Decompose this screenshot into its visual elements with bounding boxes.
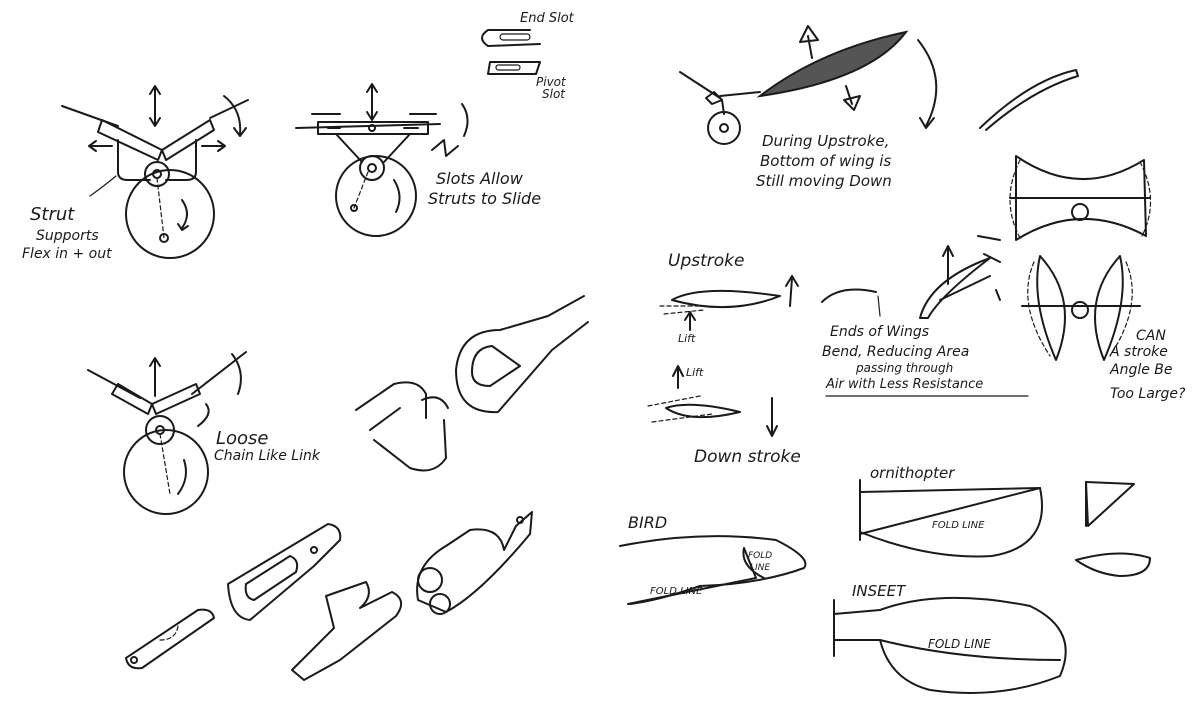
- slot-detail-sketch: End Slot Pivot Slot: [481, 11, 575, 101]
- loose-label: Loose: [216, 428, 269, 449]
- ornithopter-wing-sketch: ornithopter FOLD LINE: [859, 464, 1151, 577]
- insect-wing-sketch: INSEET FOLD LINE: [833, 582, 1067, 694]
- slot-label: Slot: [542, 87, 566, 101]
- lift-label-2: Lift: [686, 366, 704, 379]
- ends-label-2: Bend, Reducing Area: [822, 344, 969, 360]
- link-chain-sketch: [125, 511, 533, 681]
- slots-allow-label: Slots Allow: [436, 169, 524, 188]
- chain-like-link-label: Chain Like Link: [214, 448, 321, 464]
- fold-label-2: LINE: [750, 563, 770, 573]
- wing-upstroke-sketch: During Upstroke, Bottom of wing is Still…: [679, 25, 1079, 190]
- can-label-2: A stroke: [1109, 344, 1168, 360]
- insect-label: INSEET: [852, 582, 907, 600]
- bird-wing-sketch: BIRD FOLD LINE FOLD LINE: [619, 513, 807, 605]
- struts-to-slide-label: Struts to Slide: [428, 189, 541, 208]
- ends-label-3: passing through: [855, 361, 953, 375]
- ends-label-4: Air with Less Resistance: [825, 377, 983, 392]
- pivot-label: Pivot: [536, 75, 567, 89]
- slot-mechanism-sketch: Slots Allow Struts to Slide: [295, 83, 541, 237]
- down-stroke-label: Down stroke: [694, 447, 801, 467]
- end-slot-label: End Slot: [520, 11, 575, 26]
- during-upstroke-label-1: During Upstroke,: [762, 132, 889, 150]
- can-label-1: CAN: [1136, 328, 1166, 344]
- fold-line-label-3: FOLD LINE: [928, 637, 991, 651]
- fold-line-label-2: FOLD LINE: [650, 586, 703, 597]
- wing-bend-sketch: Ends of Wings Bend, Reducing Area passin…: [821, 235, 1029, 397]
- strut-label: Strut: [30, 204, 75, 225]
- ends-label-1: Ends of Wings: [830, 324, 929, 340]
- airfoil-sketch: Upstroke Lift Lift Down stroke: [647, 251, 801, 467]
- can-label-4: Too Large?: [1110, 386, 1186, 402]
- bird-label: BIRD: [628, 513, 667, 532]
- flex-label: Flex in + out: [22, 246, 112, 262]
- link-shapes-sketch: [355, 295, 589, 472]
- stroke-angle-sketch: CAN A stroke Angle Be Too Large?: [1009, 155, 1186, 402]
- ornithopter-label: ornithopter: [870, 464, 955, 482]
- during-upstroke-label-3: Still moving Down: [756, 172, 892, 190]
- chain-link-sketch: Loose Chain Like Link: [87, 351, 321, 515]
- upstroke-label: Upstroke: [668, 251, 744, 271]
- fold-label-1: FOLD: [748, 551, 772, 561]
- during-upstroke-label-2: Bottom of wing is: [760, 152, 891, 170]
- lift-label-1: Lift: [678, 332, 696, 345]
- fold-line-label-1: FOLD LINE: [932, 520, 985, 531]
- supports-label: Supports: [36, 228, 99, 244]
- strut-mechanism-sketch: Strut Supports Flex in + out: [22, 85, 249, 262]
- can-label-3: Angle Be: [1109, 362, 1173, 378]
